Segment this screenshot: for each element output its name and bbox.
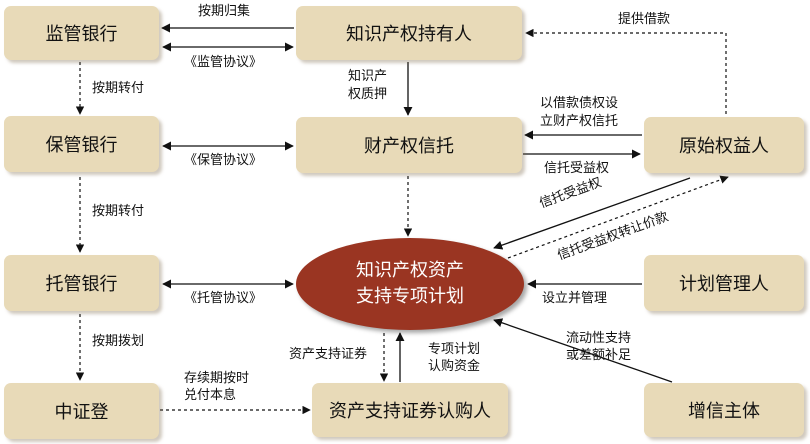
credit-enhancer-node: 增信主体 [644,383,804,437]
label-ip-pledge-line1: 知识产 [348,69,388,84]
label-redeem-line1: 存续期按时 [184,371,250,386]
abs-plan-line2: 支持专项计划 [356,286,464,307]
label-allocate: 按期拨划 [92,334,145,349]
label-collect: 按期归集 [198,4,251,19]
label-redeem-line2: 兑付本息 [184,388,237,403]
label-transfer-2: 按期转付 [92,204,145,219]
label-trust-beneficiary-right: 信托受益权 [544,161,610,176]
plan-manager-node: 计划管理人 [644,255,804,311]
label-ip-pledge-line2: 权质押 [348,87,388,102]
label-provide-loan: 提供借款 [618,12,671,27]
arrow-trust-right-transfer [493,177,691,250]
label-liquidity-line2: 或差额补足 [566,348,632,363]
label-establish-manage: 设立并管理 [542,291,608,306]
label-liquidity-line1: 流动性支持 [566,331,632,346]
label-trustee-agreement: 《托管协议》 [184,291,263,306]
supervisory-bank-node: 监管银行 [4,6,159,60]
label-loan-claim-line2: 立财产权信托 [540,114,619,129]
label-custody-agreement: 《保管协议》 [184,153,263,168]
csdc-node: 中证登 [4,383,159,439]
label-transfer-1: 按期转付 [92,81,145,96]
trustee-bank-node: 托管银行 [4,255,159,311]
ip-holder-node: 知识产权持有人 [296,6,522,60]
label-subscription-line1: 专项计划 [428,342,481,357]
arrow-liquidity [493,318,673,383]
property-trust-node: 财产权信托 [296,117,522,173]
arrow-provide-loan [525,28,727,114]
label-loan-claim-line1: 以借款债权设 [540,96,619,111]
label-subscription-line2: 认购资金 [428,359,481,374]
label-abs-securities: 资产支持证券 [289,347,368,362]
investor-node: 资产支持证券认购人 [312,383,508,437]
arrow-transfer-price [507,175,729,259]
custody-bank-node: 保管银行 [4,116,159,172]
abs-plan-line1: 知识产权资产 [356,260,464,281]
original-beneficiary-node: 原始权益人 [644,117,804,173]
abs-plan-node: 知识产权资产 支持专项计划 [296,238,524,330]
label-supervision-agreement: 《监管协议》 [184,55,263,70]
